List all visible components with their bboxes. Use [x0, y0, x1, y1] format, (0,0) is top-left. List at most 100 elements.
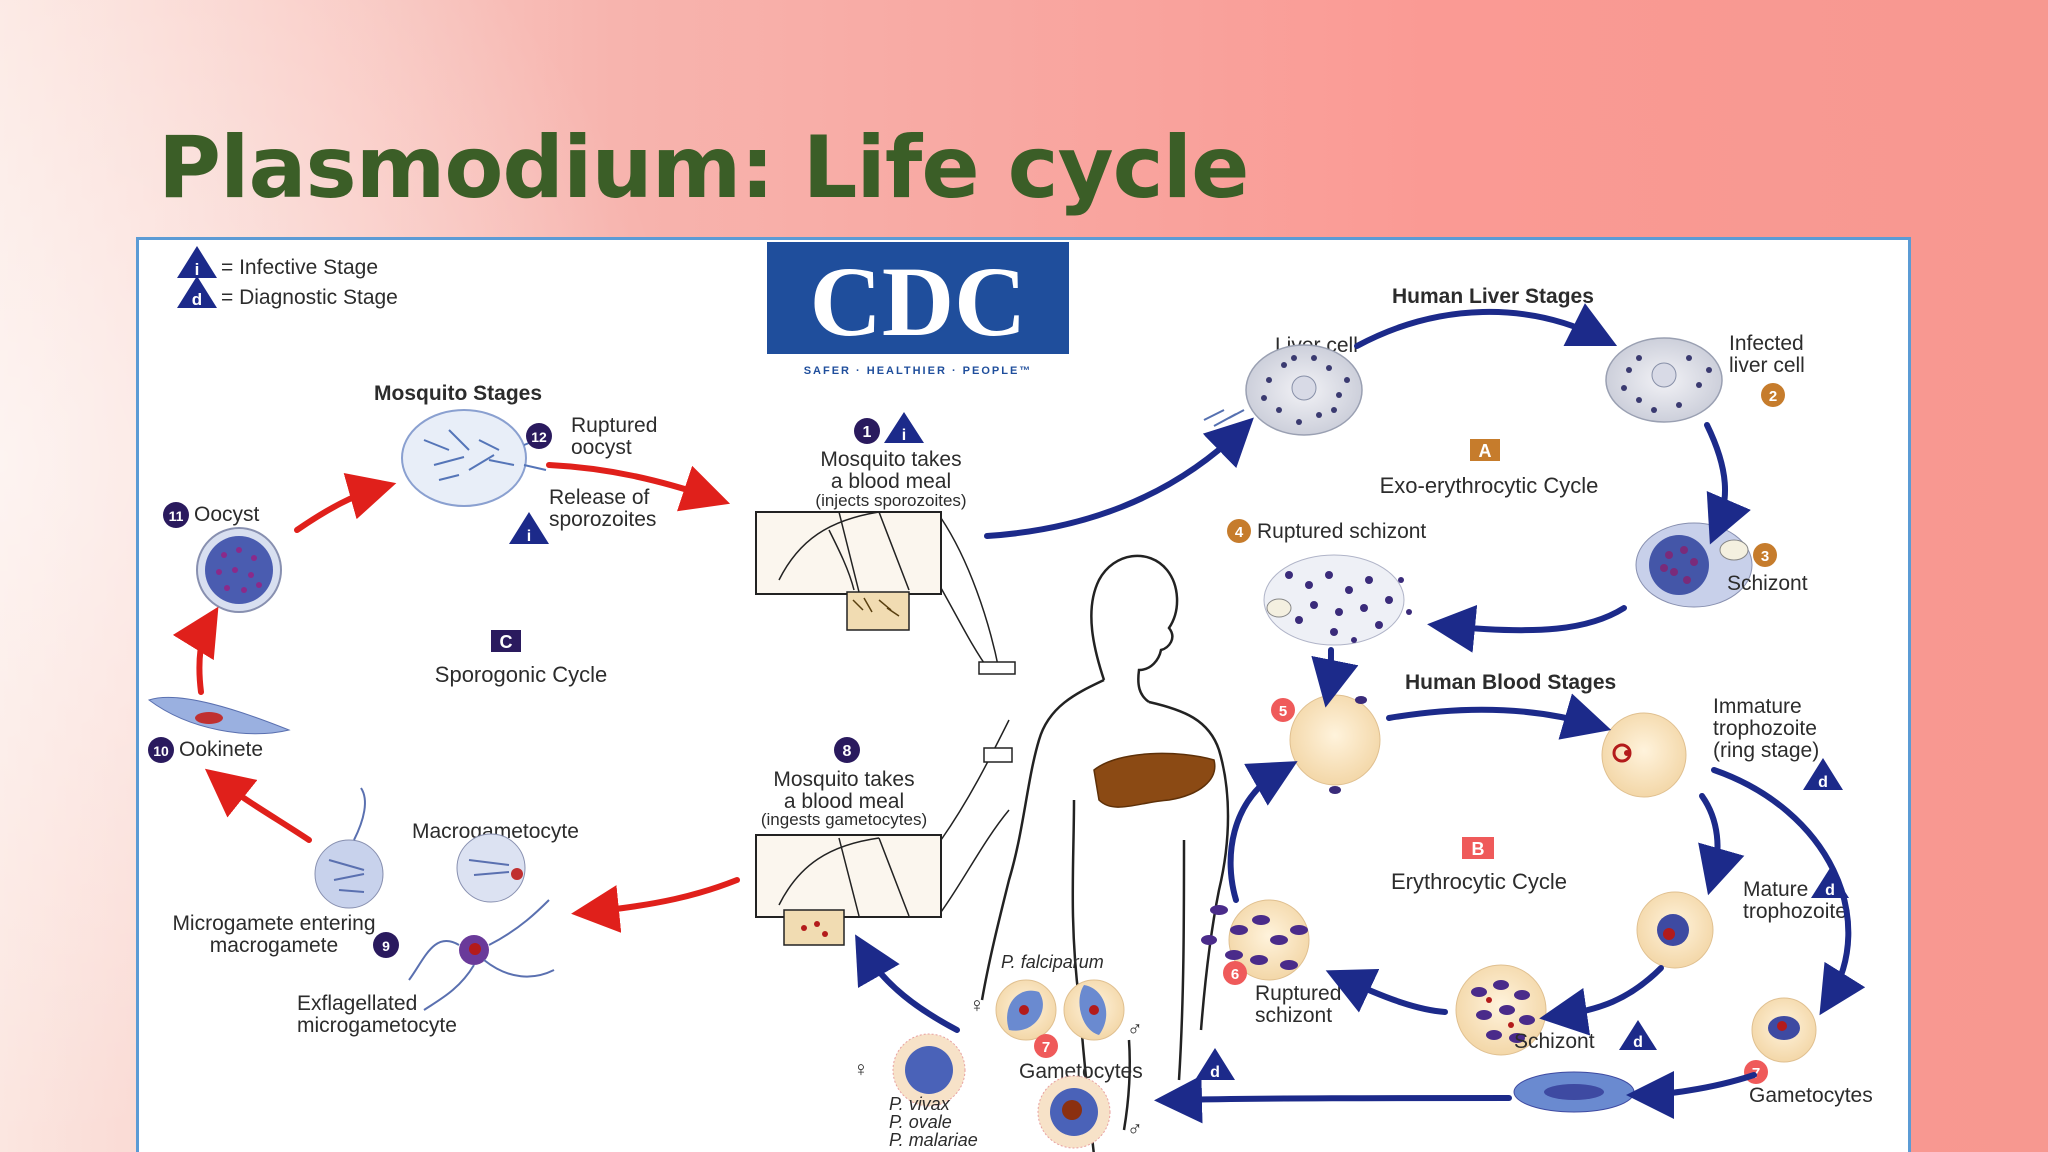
svg-text:1: 1 [863, 424, 872, 441]
step-8-badge: 8 [834, 737, 860, 763]
svg-text:9: 9 [382, 938, 390, 954]
step-9-badge: 9 [373, 932, 399, 958]
step-2-badge: 2 [1761, 383, 1785, 407]
blood-stages-header: Human Blood Stages [1405, 671, 1616, 694]
exflagellated-line1: Exflagellated [297, 992, 417, 1015]
female-symbol-bottom: ♀ [853, 1058, 869, 1081]
liver-cell [1245, 344, 1363, 436]
svg-text:7: 7 [1042, 1039, 1050, 1056]
svg-text:2: 2 [1769, 388, 1777, 405]
p-malariae-label: P. malariae [889, 1130, 978, 1150]
infected-liver-cell-line1: Infected [1729, 332, 1804, 355]
mosquito-bite-inset-1 [755, 511, 1000, 671]
gametocytes-diagnostic-icon: d [1195, 1048, 1235, 1081]
ookinete-label: Ookinete [179, 738, 263, 761]
step-4-badge: 4 [1227, 519, 1251, 543]
cycle-c-badge: C [491, 630, 521, 652]
oocyst-label: Oocyst [194, 503, 260, 526]
ruptured-oocyst-line2: oocyst [571, 436, 632, 459]
svg-text:SAFER · HEALTHIER · PEOPLE™: SAFER · HEALTHIER · PEOPLE™ [804, 365, 1033, 377]
legend: i = Infective Stage d = Diagnostic Stage [177, 246, 398, 309]
microgamete-line1: Microgamete entering [172, 912, 375, 935]
liver-stages-header: Human Liver Stages [1392, 285, 1594, 308]
vivax-gametocytes [892, 1033, 1111, 1149]
legend-infective-text: = Infective Stage [221, 256, 378, 279]
p-falciparum-label: P. falciparum [1001, 952, 1104, 972]
slide-title: Plasmodium: Life cycle [158, 118, 1249, 218]
svg-text:10: 10 [153, 743, 169, 759]
p-vivax-label: P. vivax [889, 1094, 951, 1114]
mosquito-stages-header: Mosquito Stages [374, 382, 542, 405]
release-sporozoites-line1: Release of [549, 486, 650, 509]
svg-text:d: d [192, 290, 202, 309]
macrogametocyte-label: Macrogametocyte [412, 820, 579, 843]
ruptured-oocyst-line1: Ruptured [571, 414, 657, 437]
erythrocytic-cycle-label: Erythrocytic Cycle [1391, 869, 1567, 894]
mature-trophozoite-rbc [1636, 891, 1714, 969]
svg-text:5: 5 [1279, 703, 1287, 720]
ruptured-blood-schizont [1201, 899, 1310, 981]
svg-text:d: d [1210, 1064, 1220, 1081]
step-1-badge: 1 [854, 418, 880, 444]
human-cycle-arrows [855, 303, 1866, 1124]
svg-text:12: 12 [531, 429, 547, 445]
ruptured-oocyst [401, 409, 547, 507]
mosquito-cycle-arrows [172, 462, 740, 933]
step-6-badge: 6 [1223, 961, 1247, 985]
microgamete-line2: macrogamete [210, 934, 338, 957]
svg-text:6: 6 [1231, 966, 1239, 983]
step-7-badge-right: 7 [1744, 1060, 1768, 1084]
step-10-badge: 10 [148, 737, 174, 763]
sporozoites-icon [1203, 409, 1245, 427]
svg-text:3: 3 [1761, 548, 1769, 565]
cycle-b-badge: B [1462, 837, 1494, 859]
ookinete [147, 696, 291, 735]
svg-text:i: i [527, 528, 531, 545]
step-11-badge: 11 [163, 502, 189, 528]
svg-text:8: 8 [843, 743, 852, 760]
ring-stage-diagnostic-icon: d [1803, 758, 1843, 791]
step-3-badge: 3 [1753, 543, 1777, 567]
blood-schizont-diagnostic-icon: d [1619, 1020, 1657, 1051]
sporogonic-cycle-label: Sporogonic Cycle [435, 662, 607, 687]
svg-text:d: d [1818, 774, 1828, 791]
step-1-label-line2: a blood meal [831, 470, 951, 493]
life-cycle-diagram: i = Infective Stage d = Diagnostic Stage… [147, 242, 1873, 1152]
release-infective-icon: i [509, 512, 549, 545]
oocyst [196, 527, 282, 613]
liver-schizont-label: Schizont [1727, 572, 1808, 595]
exflagellated-line2: microgametocyte [297, 1014, 457, 1037]
cycle-a-badge: A [1470, 439, 1500, 461]
mature-trophozoite-line2: trophozoite [1743, 900, 1847, 923]
step-8-label-line1: Mosquito takes [773, 768, 914, 791]
infective-stage-icon: i [177, 246, 217, 279]
male-symbol-bottom: ♂ [1127, 1118, 1143, 1141]
step-8-label-line3: (ingests gametocytes) [761, 810, 927, 829]
merozoite-rbc [1289, 694, 1381, 794]
microgamete-entering-macrogamete [314, 787, 384, 909]
legend-diagnostic-text: = Diagnostic Stage [221, 286, 398, 309]
immature-trophozoite-line1: Immature [1713, 695, 1802, 718]
svg-text:4: 4 [1235, 524, 1244, 541]
falciparum-gametocytes [995, 979, 1125, 1041]
ruptured-liver-schizont [1263, 554, 1412, 646]
step-1-infective-icon: i [884, 412, 924, 444]
step-1-label-line3: (injects sporozoites) [815, 491, 966, 510]
svg-text:11: 11 [169, 508, 184, 524]
immature-trophozoite-line3: (ring stage) [1713, 739, 1819, 762]
step-7-badge-left: 7 [1034, 1034, 1058, 1058]
life-cycle-figure: i = Infective Stage d = Diagnostic Stage… [136, 237, 1911, 1152]
ruptured-blood-schizont-line1: Ruptured [1255, 982, 1341, 1005]
svg-text:CDC: CDC [810, 246, 1027, 357]
p-ovale-label: P. ovale [889, 1112, 952, 1132]
release-sporozoites-line2: sporozoites [549, 508, 656, 531]
mosquito-bite-inset-2 [755, 661, 1016, 946]
macrogametocyte [456, 833, 526, 903]
svg-text:i: i [902, 427, 906, 444]
exo-erythrocytic-cycle-label: Exo-erythrocytic Cycle [1380, 473, 1599, 498]
svg-text:B: B [1472, 839, 1485, 859]
ruptured-schizont-liver-label: Ruptured schizont [1257, 520, 1426, 543]
svg-text:d: d [1825, 882, 1835, 899]
svg-text:C: C [500, 632, 513, 652]
mature-trophozoite-line1: Mature [1743, 878, 1808, 901]
